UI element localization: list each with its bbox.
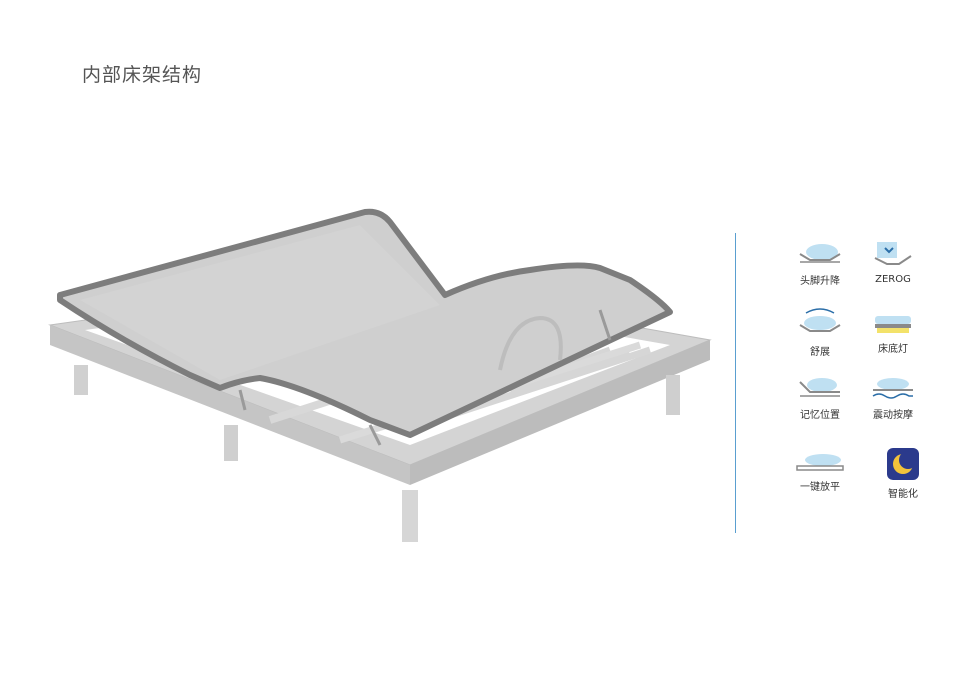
feature-vibration-massage: 震动按摩 (858, 374, 928, 421)
stretch-icon (799, 308, 841, 332)
zero-gravity-icon (874, 242, 912, 265)
head-foot-lift-icon (799, 244, 841, 263)
feature-label: 舒展 (810, 347, 830, 358)
feature-head-foot-lift: 头脚升降 (785, 240, 855, 287)
vibration-massage-icon (872, 378, 913, 399)
feature-label: 智能化 (888, 489, 918, 500)
feature-label: 头脚升降 (800, 276, 840, 287)
feature-label: ZEROG (875, 274, 911, 285)
smart-moon-icon (887, 448, 919, 480)
feature-under-bed-light: 床底灯 (858, 312, 928, 355)
feature-memory-position: 记忆位置 (785, 374, 855, 421)
bed-frame-image (48, 208, 712, 542)
feature-smart: 智能化 (868, 447, 938, 500)
feature-zerog: ZEROG (858, 240, 928, 285)
feature-label: 一键放平 (800, 482, 840, 493)
feature-one-key-flat: 一键放平 (785, 450, 855, 493)
feature-label: 床底灯 (878, 344, 908, 355)
vertical-divider (735, 233, 736, 533)
under-bed-light-icon (875, 316, 911, 333)
feature-stretch: 舒展 (785, 305, 855, 358)
one-key-flat-icon (796, 454, 844, 471)
memory-position-icon (799, 378, 840, 397)
feature-label: 记忆位置 (800, 410, 840, 421)
feature-label: 震动按摩 (873, 410, 913, 421)
page-title: 内部床架结构 (82, 64, 203, 86)
